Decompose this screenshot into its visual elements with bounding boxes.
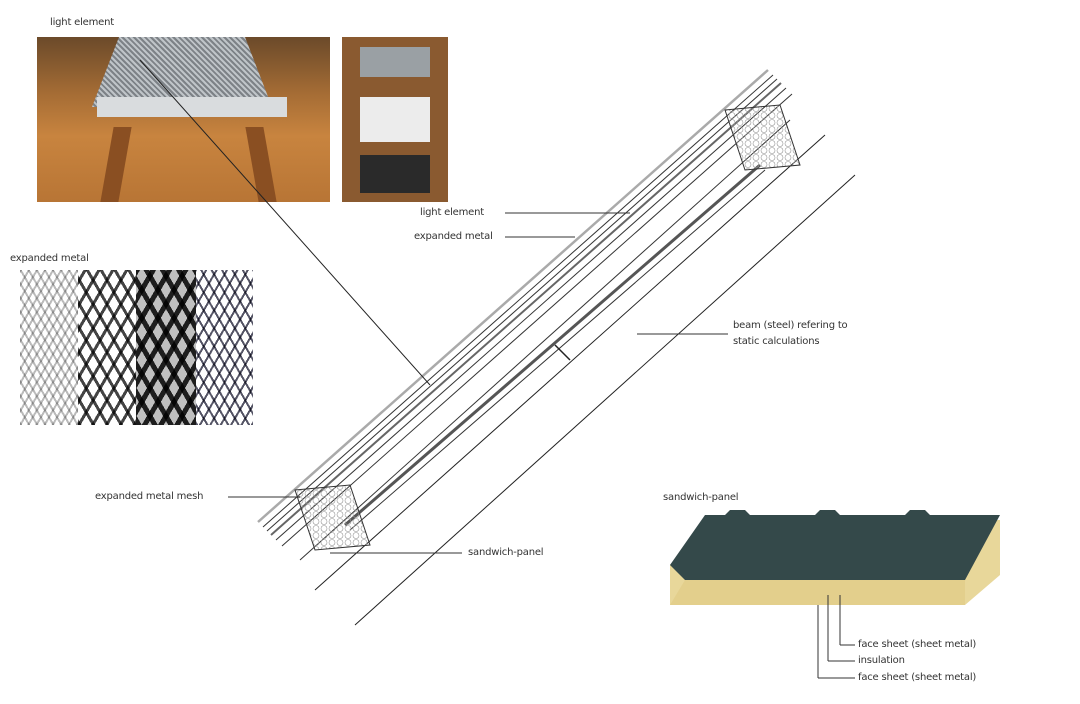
- roof-layer-line: [275, 87, 787, 541]
- label-beam-line1: beam (steel) refering to: [733, 320, 848, 331]
- roof-layer-line: [262, 74, 774, 528]
- light-element-photo: [37, 37, 330, 202]
- label-face-sheet-top: face sheet (sheet metal): [858, 639, 977, 650]
- label-expanded-metal-photo: expanded metal: [10, 253, 89, 264]
- expanded-metal-samples-photo: [20, 270, 253, 425]
- sandwich-face-line: [349, 169, 766, 531]
- roof-layer-line: [257, 69, 769, 523]
- roof-layer-line: [270, 82, 782, 536]
- roof-layer-line: [281, 93, 793, 547]
- label-sandwich-panel: sandwich-panel: [468, 547, 544, 558]
- leader-light-element-photo: [139, 59, 431, 386]
- sandwich-face-line: [344, 163, 761, 527]
- sandwich-bottom-line: [299, 119, 791, 561]
- label-light-element-photo: light element: [50, 17, 114, 28]
- label-expanded-metal: expanded metal: [414, 231, 493, 242]
- insulation-block: [724, 104, 801, 171]
- label-sandwich-panel-photo: sandwich-panel: [663, 492, 739, 503]
- samples-photo: [342, 37, 448, 202]
- label-beam-line2: static calculations: [733, 336, 820, 347]
- beam-top-line: [314, 134, 826, 591]
- insulation-block: [294, 484, 371, 551]
- label-face-sheet-bottom: face sheet (sheet metal): [858, 672, 977, 683]
- roof-layer-line: [266, 78, 778, 532]
- sandwich-panel-photo: [665, 510, 1005, 610]
- beam-bottom-line: [354, 174, 856, 626]
- label-light-element: light element: [420, 207, 484, 218]
- label-expanded-metal-mesh: expanded metal mesh: [95, 491, 204, 502]
- label-insulation: insulation: [858, 655, 905, 666]
- beam-tick: [554, 344, 571, 361]
